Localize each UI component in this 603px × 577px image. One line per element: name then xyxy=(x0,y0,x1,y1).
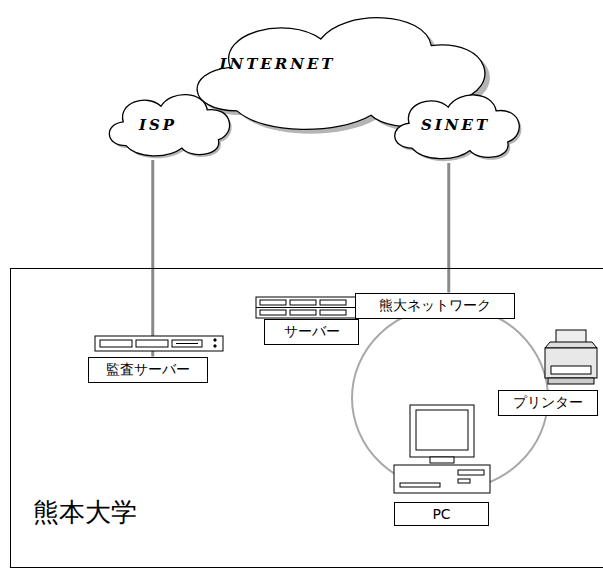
device-name: 熊大ネットワーク xyxy=(366,297,504,315)
pc-label: PC xyxy=(394,502,489,526)
pc-icon xyxy=(394,405,490,493)
server-label: サーバー xyxy=(264,319,359,345)
campus-boundary: 熊本大学 監査サーバー 熊大ネットワークサーバープリンター PC xyxy=(10,268,603,568)
device-name: サーバー xyxy=(275,323,348,341)
device-name: 監査サーバー xyxy=(99,361,197,379)
campus-name: 熊本大学 xyxy=(33,495,137,530)
network-label: 熊大ネットワーク xyxy=(355,293,515,319)
sinet-cloud: SINET xyxy=(383,86,528,163)
network-link xyxy=(448,163,449,293)
isp-cloud: ISP xyxy=(98,86,238,160)
cloud-name: INTERNET xyxy=(219,55,335,73)
printer-icon xyxy=(545,330,597,384)
server-icon xyxy=(256,297,368,318)
audit-server-icon xyxy=(95,336,223,351)
cloud-name: ISP xyxy=(139,116,177,134)
audit-server-label: 監査サーバー xyxy=(88,357,208,383)
device-name: プリンター xyxy=(509,394,587,412)
cloud-name: SINET xyxy=(421,116,490,134)
printer-label: プリンター xyxy=(498,390,598,416)
device-name: PC xyxy=(405,506,478,522)
network-link xyxy=(152,160,153,357)
